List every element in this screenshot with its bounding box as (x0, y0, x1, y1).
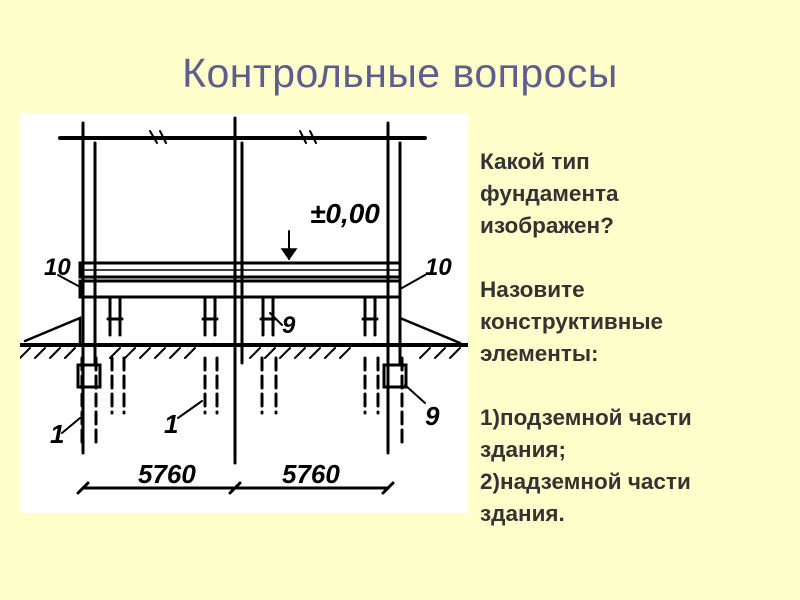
pile-cap-right (382, 363, 408, 389)
dimension-left-label: 5760 (138, 459, 196, 489)
foundation-section-svg: ±0,00 10 10 9 9 1 1 5760 5760 (20, 116, 468, 495)
callout-10-left: 10 (44, 254, 71, 281)
question-1-line-1: Какой тип (480, 149, 590, 174)
question-1-line-2: фундамента (480, 181, 619, 206)
slope-left (23, 316, 82, 345)
item-1-line-1: 1)подземной части (480, 405, 692, 430)
ground-hatch (20, 347, 461, 359)
leader-10-left (57, 274, 83, 289)
callout-9-right: 9 (425, 401, 440, 431)
callout-9-mid: 9 (282, 312, 296, 339)
item-2-line-2: здания. (480, 501, 565, 526)
callout-1-mid: 1 (164, 409, 178, 439)
question-2-line-1: Назовите (480, 277, 585, 302)
question-2-line-2: конструктивные (480, 309, 664, 334)
question-2-line-3: элементы: (480, 341, 599, 366)
leader-10-right (401, 274, 426, 289)
item-1-line-2: здания; (480, 437, 567, 462)
question-1-line-3: изображен? (480, 213, 614, 238)
grade-beam (78, 279, 402, 299)
dimension-ticks (76, 481, 395, 495)
level-label: ±0,00 (310, 198, 380, 229)
slope-right (398, 316, 462, 345)
callout-10-right: 10 (425, 254, 452, 281)
slide-title: Контрольные вопросы (182, 50, 618, 96)
foundation-drawing: ±0,00 10 10 9 9 1 1 5760 5760 (20, 113, 468, 513)
pile-cap-left (76, 363, 102, 389)
leader-9-mid (269, 312, 283, 326)
item-2-line-1: 2)надземной части (480, 469, 691, 494)
questions-panel: Какой тип фундамента изображен? Назовите… (480, 146, 795, 530)
leader-1-mid (177, 400, 203, 419)
break-marks (149, 130, 317, 144)
leader-1-left (61, 417, 81, 434)
callout-1-left: 1 (50, 419, 64, 449)
leader-9-right (404, 384, 426, 404)
dimension-right-label: 5760 (282, 459, 340, 489)
